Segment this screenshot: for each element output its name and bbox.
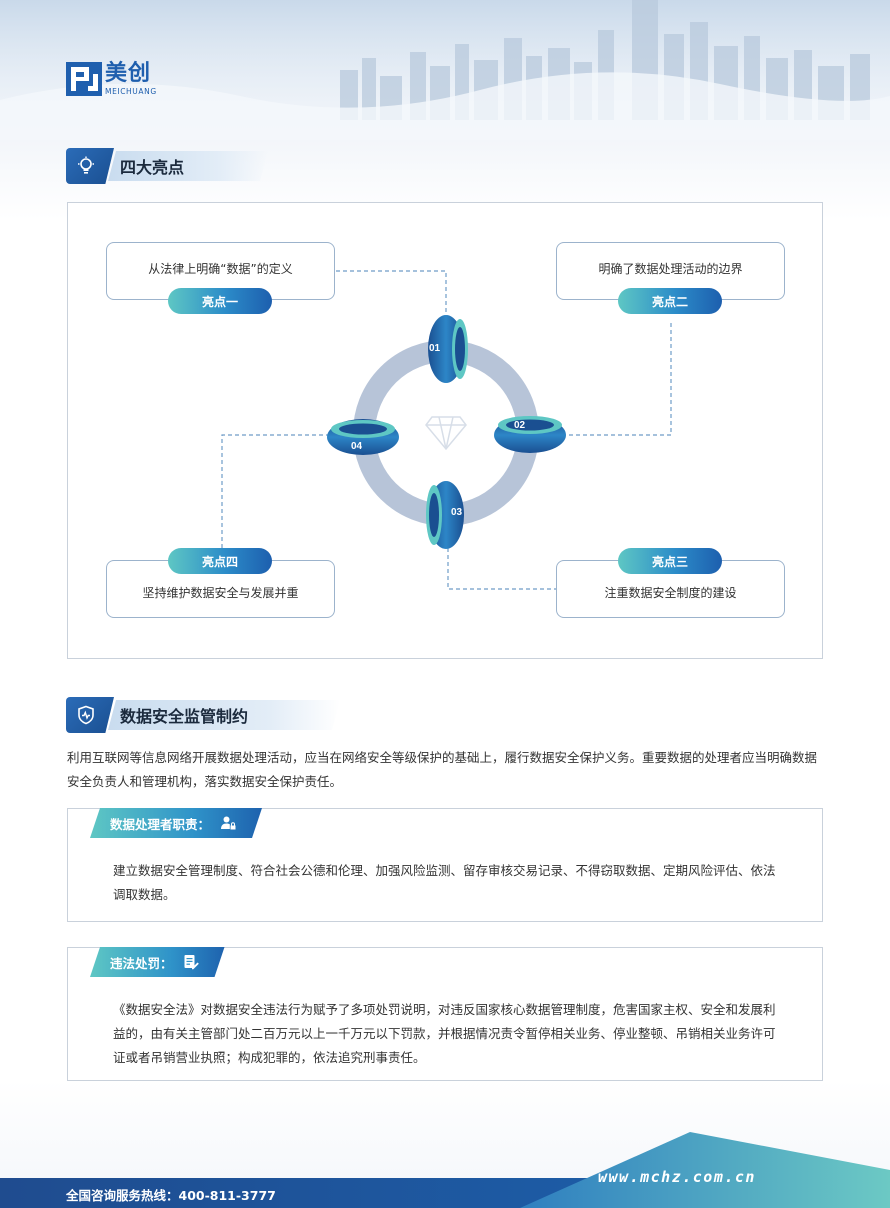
diamond-icon (425, 416, 467, 451)
logo-mark-icon (66, 62, 102, 96)
brand-name-en: MEICHUANG (105, 87, 157, 96)
ring-marker-04 (327, 419, 399, 455)
header-skyline-illustration (0, 0, 890, 140)
highlight-tag-1: 亮点一 (168, 288, 272, 314)
penalty-label: 违法处罚： (110, 955, 173, 971)
footer-website-link[interactable]: www.mchz.com.cn (598, 1168, 756, 1186)
highlight-text: 从法律上明确“数据”的定义 (148, 261, 293, 276)
ring-marker-03 (426, 481, 464, 549)
brand-name: 美创 (105, 61, 152, 86)
penalty-box: 违法处罚： 《数据安全法》对数据安全违法行为赋予了多项处罚说明，对违反国家核心数… (67, 947, 823, 1081)
section-title: 数据安全监管制约 (120, 707, 249, 726)
person-lock-icon (220, 815, 236, 831)
ring-number-03: 03 (451, 507, 463, 518)
ring-diagram: 01 02 03 04 (221, 270, 672, 590)
highlight-text: 注重数据安全制度的建设 (604, 585, 737, 600)
highlight-box-2: 明确了数据处理活动的边界 (556, 242, 785, 300)
highlight-tag-3: 亮点三 (618, 548, 722, 574)
footer-hotline: 全国咨询服务热线：400-811-3777 (66, 1188, 276, 1203)
section-header-regulation: 数据安全监管制约 (66, 697, 340, 733)
lightbulb-icon (66, 148, 114, 184)
penalty-label-tag: 违法处罚： (90, 947, 225, 977)
regulation-intro: 利用互联网等信息网络开展数据处理活动，应当在网络安全等级保护的基础上，履行数据安… (67, 750, 818, 789)
duty-text: 建立数据安全管理制度、符合社会公德和伦理、加强风险监测、留存审核交易记录、不得窃… (113, 863, 776, 902)
footer-band (0, 1132, 890, 1208)
ring-number-01: 01 (429, 343, 441, 354)
penalty-text: 《数据安全法》对数据安全违法行为赋予了多项处罚说明，对违反国家核心数据管理制度，… (113, 1002, 776, 1065)
duty-box: 数据处理者职责： 建立数据安全管理制度、符合社会公德和伦理、加强风险监测、留存审… (67, 808, 823, 922)
ring-number-04: 04 (351, 441, 363, 452)
highlight-tag-4: 亮点四 (168, 548, 272, 574)
shield-icon (66, 697, 114, 733)
ring-marker-01 (428, 315, 468, 383)
highlight-tag-2: 亮点二 (618, 288, 722, 314)
document-edit-icon (183, 954, 199, 970)
connector-lines (221, 270, 672, 590)
highlight-text: 明确了数据处理活动的边界 (598, 261, 743, 276)
section-title: 四大亮点 (120, 158, 185, 177)
highlight-text: 坚持维护数据安全与发展并重 (142, 585, 299, 600)
brand-logo: 美创 MEICHUANG (66, 62, 157, 96)
section-header-highlights: 四大亮点 (66, 148, 268, 184)
highlights-diagram: 01 02 03 04 从法律上明确“数据”的定义 亮点一 明确了数据处理活动的… (67, 202, 823, 659)
duty-label-tag: 数据处理者职责： (90, 808, 262, 838)
duty-label: 数据处理者职责： (110, 816, 211, 832)
ring-number-02: 02 (514, 420, 526, 431)
ring-marker-02 (494, 416, 566, 453)
